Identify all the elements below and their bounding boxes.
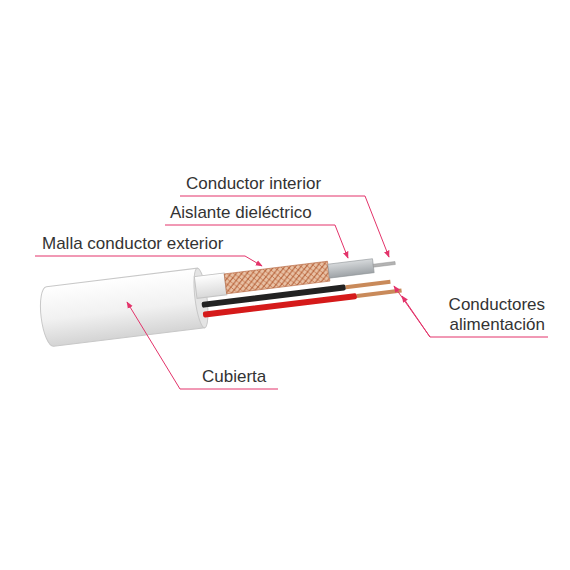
- leader-line: [394, 286, 548, 337]
- inner-conductor: [373, 262, 395, 268]
- leader-lines: [35, 196, 548, 389]
- part-label: Cubierta: [202, 367, 266, 387]
- coax-sheath: [194, 273, 226, 298]
- part-label: Aislante dieléctrico: [170, 203, 312, 223]
- dielectric: [328, 259, 374, 278]
- leader-line: [35, 256, 262, 266]
- copper-strands: [346, 280, 391, 289]
- part-label: Malla conductor exterior: [42, 234, 223, 254]
- red-wire: [203, 293, 358, 318]
- leader-line: [402, 296, 430, 337]
- copper-strands: [357, 288, 402, 297]
- cable-jacket: [38, 268, 205, 347]
- cable: [38, 244, 404, 348]
- leader-line: [127, 302, 278, 389]
- part-label: Conductores alimentación: [429, 295, 545, 335]
- part-label: Conductor interior: [186, 174, 321, 194]
